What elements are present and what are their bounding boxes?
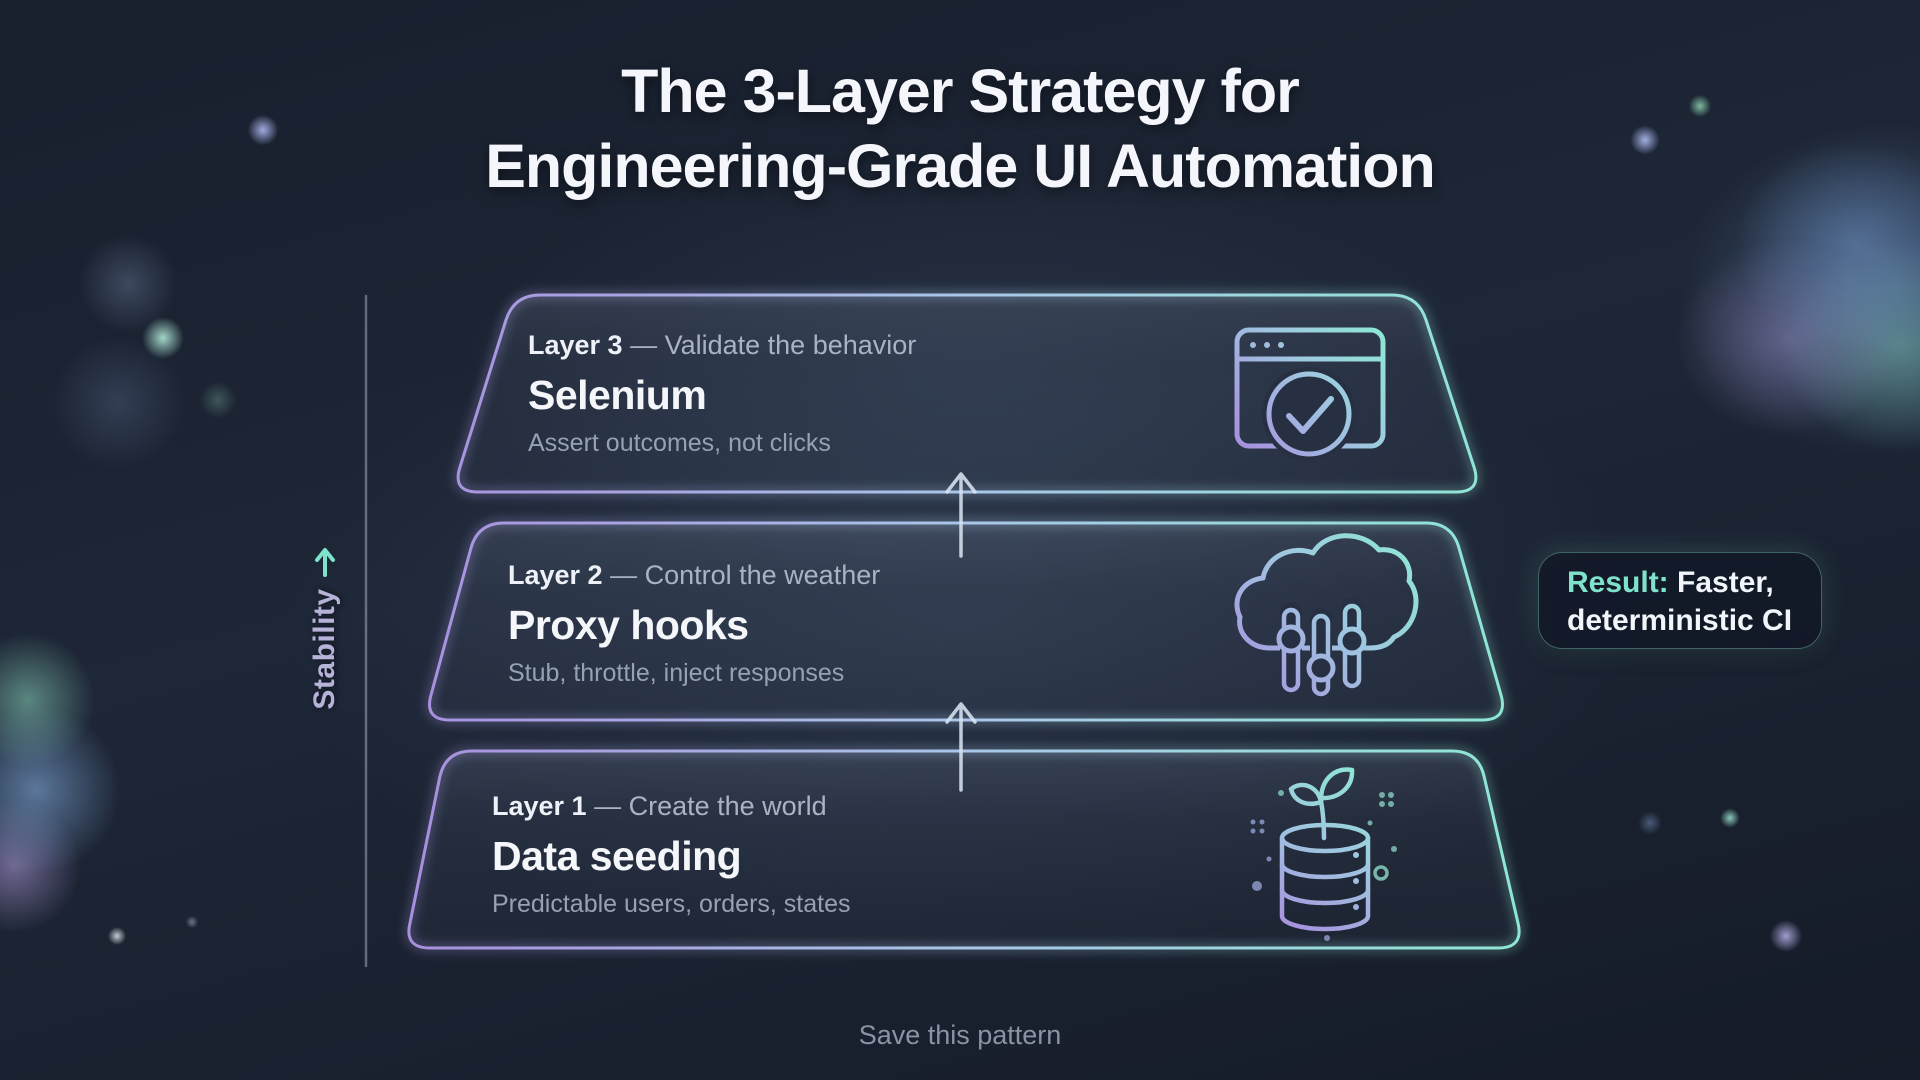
layer3-eyebrow: Layer 3 — Validate the behavior [528, 329, 916, 362]
up-arrow-icon [315, 548, 335, 578]
result-line2: deterministic CI [1567, 604, 1793, 637]
sparkle-dots [1278, 790, 1397, 852]
layer1-eyebrow: Layer 1 — Create the world [492, 790, 851, 823]
arrow-up-icon [945, 472, 977, 558]
layer1-description: Predictable users, orders, states [492, 890, 851, 918]
layer1-eyebrow-label: Layer 1 [492, 791, 587, 821]
stability-label: Stability [308, 588, 341, 710]
arrow-up-icon [945, 702, 977, 792]
layer2-eyebrow-text: — Control the weather [610, 560, 881, 590]
layer2-card [428, 521, 1504, 722]
layer3-card [456, 293, 1478, 494]
result-callout: Result: Faster, deterministic CI [1538, 552, 1822, 649]
layer1-card [407, 749, 1521, 950]
sparkle-dots [1250, 819, 1330, 941]
layer3-eyebrow-label: Layer 3 [528, 330, 623, 360]
layer2-eyebrow: Layer 2 — Control the weather [508, 559, 880, 592]
page-title-line2: Engineering-Grade UI Automation [485, 132, 1436, 200]
stability-axis-label: Stability [305, 503, 345, 753]
cloud-sliders-icon [1234, 533, 1419, 704]
layer3-text-block: Layer 3 — Validate the behavior Selenium… [528, 329, 916, 458]
layer3-description: Assert outcomes, not clicks [528, 429, 831, 457]
layer1-title: Data seeding [492, 833, 742, 879]
layer3-title: Selenium [528, 372, 707, 418]
page-title-line1: The 3-Layer Strategy for [621, 57, 1300, 125]
layer2-title: Proxy hooks [508, 602, 749, 648]
database-sprout-icon [1250, 767, 1397, 941]
result-text1: Faster, [1677, 566, 1774, 599]
layer1-eyebrow-text: — Create the world [594, 791, 827, 821]
layer3-eyebrow-text: — Validate the behavior [630, 330, 917, 360]
footer-caption: Save this pattern [858, 1020, 1062, 1050]
layer2-eyebrow-label: Layer 2 [508, 560, 603, 590]
layer2-text-block: Layer 2 — Control the weather Proxy hook… [508, 559, 880, 688]
page-title: The 3-Layer Strategy for Engineering-Gra… [0, 54, 1920, 204]
layer2-description: Stub, throttle, inject responses [508, 659, 845, 687]
result-label: Result: [1567, 566, 1669, 599]
browser-check-icon [1234, 327, 1386, 461]
result-line1: Result: Faster, [1567, 564, 1821, 602]
layer1-text-block: Layer 1 — Create the world Data seeding … [492, 790, 851, 919]
